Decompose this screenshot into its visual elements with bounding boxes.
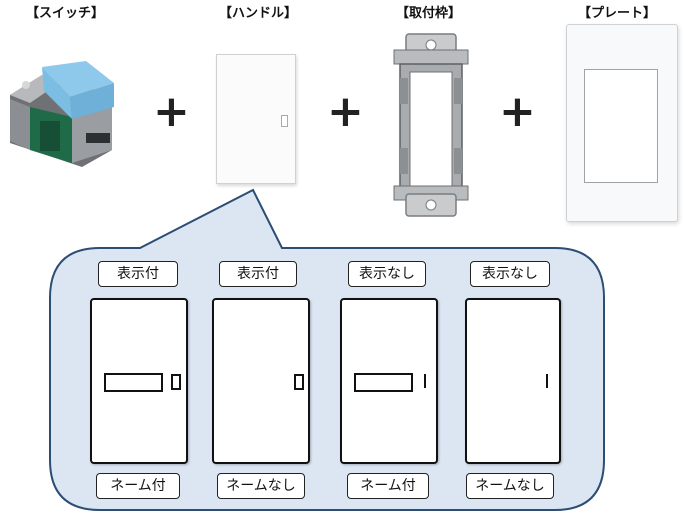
name-plate <box>104 373 163 392</box>
plus-sign: + <box>153 86 190 137</box>
frame-title: 【取付枠】 <box>396 6 462 21</box>
plate-opening <box>584 69 658 183</box>
name-plate <box>354 373 413 392</box>
handle-title: 【ハンドル】 <box>219 6 298 21</box>
name-label: ネーム付 <box>96 473 180 499</box>
handle-variant-2 <box>212 298 310 464</box>
plate-title: 【プレート】 <box>578 6 657 21</box>
plus-sign: + <box>499 86 536 137</box>
plate-image <box>566 24 678 222</box>
indicator-lamp <box>294 374 304 390</box>
plus-sign: + <box>327 86 364 137</box>
name-label: ネームなし <box>217 473 305 499</box>
display-label: 表示なし <box>348 261 426 287</box>
handle-image <box>216 54 296 184</box>
switch-image <box>10 61 114 167</box>
indicator-lamp <box>546 374 548 388</box>
name-label: ネーム付 <box>347 473 429 499</box>
indicator-lamp <box>424 374 426 388</box>
handle-variant-4 <box>465 298 561 464</box>
handle-variant-1 <box>90 298 188 464</box>
switch-title: 【スイッチ】 <box>26 6 105 21</box>
handle-variant-3 <box>340 298 438 464</box>
indicator-lamp <box>281 115 288 127</box>
display-label: 表示なし <box>470 261 550 287</box>
mounting-frame-image <box>393 33 469 217</box>
display-label: 表示付 <box>219 261 297 287</box>
name-label: ネームなし <box>466 473 554 499</box>
indicator-lamp <box>171 374 181 390</box>
display-label: 表示付 <box>98 261 178 287</box>
